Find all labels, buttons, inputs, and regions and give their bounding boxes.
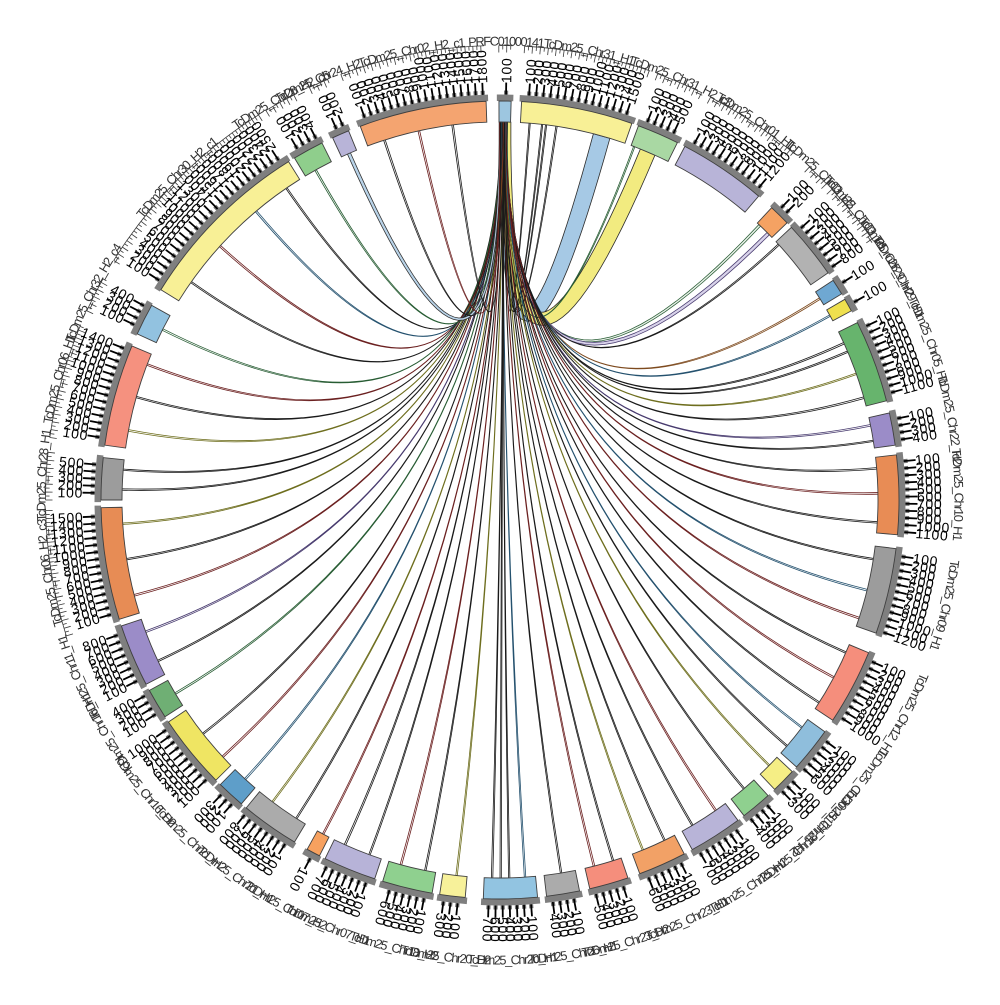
svg-text:100: 100 [498, 57, 514, 83]
svg-text:PRFC01000141: PRFC01000141 [468, 33, 545, 50]
svg-text:1100: 1100 [915, 525, 949, 544]
svg-text:500: 500 [59, 453, 86, 471]
svg-text:700: 700 [479, 917, 496, 943]
svg-text:400: 400 [546, 912, 565, 939]
svg-text:1500: 1500 [49, 509, 84, 526]
svg-text:1800: 1800 [473, 49, 490, 84]
